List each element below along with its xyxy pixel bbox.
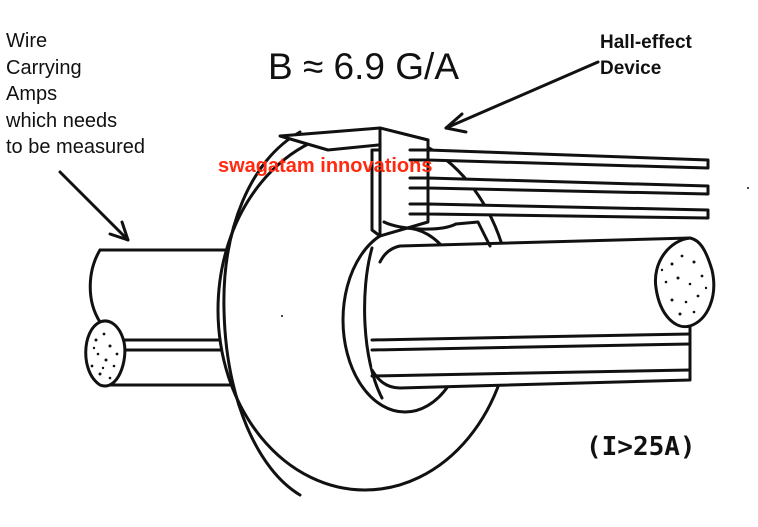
hall-device-pointer-arrow xyxy=(444,60,600,134)
wire-label-line: Wire xyxy=(6,30,48,52)
wire-cut-right-end xyxy=(653,236,716,329)
field-formula: B ≈ 6.9 G/A xyxy=(268,46,459,87)
hall-device-leads xyxy=(408,148,710,220)
wire-right-section xyxy=(370,236,692,390)
wire-label-line: Carrying xyxy=(6,56,82,79)
wire-cut-left-end xyxy=(84,319,127,388)
watermark-text: swagatam innovations xyxy=(218,155,433,177)
wire-pointer-arrow xyxy=(58,170,130,242)
wire-label-line: to be measured xyxy=(6,136,145,158)
speck xyxy=(747,187,749,189)
wire-label-line: Amps xyxy=(6,83,58,105)
hall-device-label: Hall-effect Device xyxy=(600,30,692,82)
hall-label-line: Hall-effect xyxy=(600,32,692,53)
speck xyxy=(281,315,283,317)
wire-label-line: which needs xyxy=(6,109,118,132)
current-range-note: (I>25A) xyxy=(586,432,696,462)
hall-label-line: Device xyxy=(600,58,662,79)
wire-description-label: Wire Carrying Amps which needs to be mea… xyxy=(6,28,145,161)
